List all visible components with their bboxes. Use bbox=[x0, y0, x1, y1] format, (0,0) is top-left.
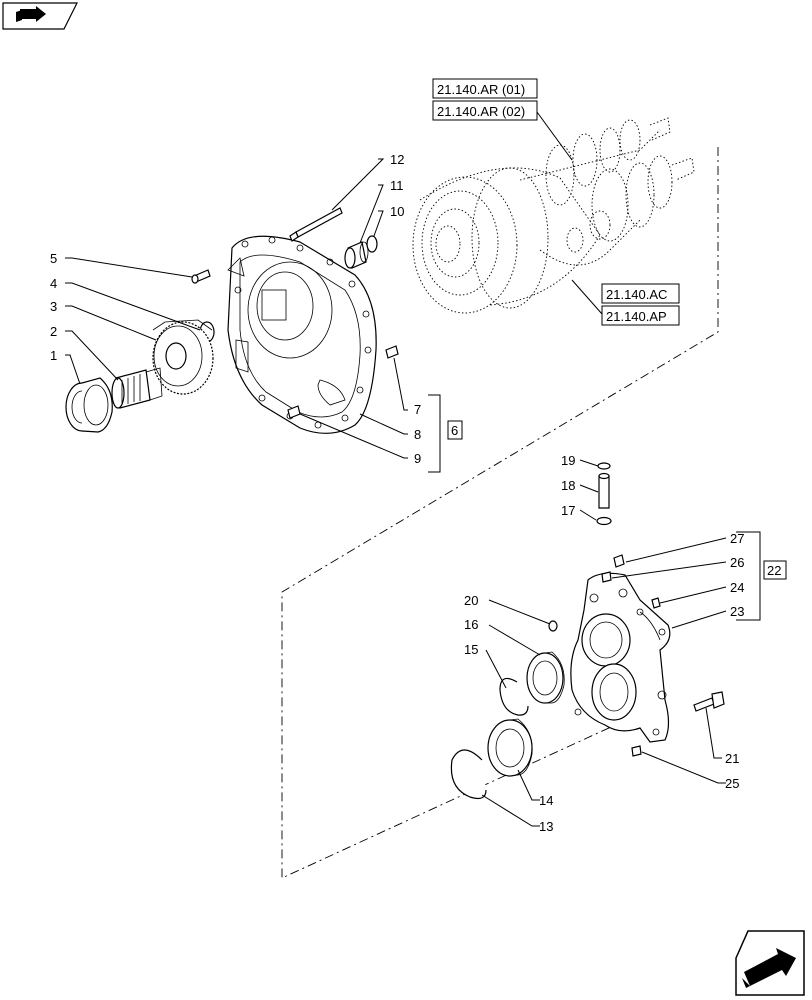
callout-16[interactable]: 16 bbox=[464, 617, 478, 632]
reference-label-ar02: 21.140.AR (02) bbox=[437, 104, 525, 119]
screw-5 bbox=[191, 269, 211, 284]
reference-label-ar01: 21.140.AR (01) bbox=[437, 82, 525, 97]
reference-box-ap[interactable]: 21.140.AP bbox=[601, 305, 680, 326]
o-ring-20 bbox=[548, 620, 558, 632]
callout-27[interactable]: 27 bbox=[730, 531, 744, 546]
next-page-arrow-icon[interactable] bbox=[735, 930, 805, 996]
shaft-2 bbox=[111, 367, 163, 409]
callout-12[interactable]: 12 bbox=[390, 152, 404, 167]
needle-bearing bbox=[344, 241, 369, 269]
reference-box-ar01[interactable]: 21.140.AR (01) bbox=[432, 78, 538, 99]
o-ring-10 bbox=[366, 235, 378, 253]
reference-label-ac: 21.140.AC bbox=[606, 287, 667, 302]
callout-25[interactable]: 25 bbox=[725, 776, 739, 791]
pin-26 bbox=[601, 571, 612, 583]
gearbox-shaft-assembly bbox=[412, 117, 695, 314]
callout-2[interactable]: 2 bbox=[50, 324, 57, 339]
bearing-16 bbox=[526, 651, 565, 704]
callout-numbers: 1 2 3 4 5 7 8 9 10 11 12 13 14 15 16 17 … bbox=[50, 152, 744, 834]
callout-21[interactable]: 21 bbox=[725, 751, 739, 766]
callout-20[interactable]: 20 bbox=[464, 593, 478, 608]
callout-4[interactable]: 4 bbox=[50, 276, 57, 291]
pin-24 bbox=[651, 597, 661, 609]
callout-11[interactable]: 11 bbox=[390, 178, 404, 193]
bolt-21 bbox=[693, 691, 725, 712]
callout-13[interactable]: 13 bbox=[539, 819, 553, 834]
reference-box-ar02[interactable]: 21.140.AR (02) bbox=[432, 100, 538, 121]
callout-18[interactable]: 18 bbox=[561, 478, 575, 493]
callout-5[interactable]: 5 bbox=[50, 251, 57, 266]
snap-ring-15 bbox=[499, 677, 529, 716]
callout-3[interactable]: 3 bbox=[50, 299, 57, 314]
plug-27 bbox=[613, 554, 625, 568]
bearing-14 bbox=[487, 718, 533, 777]
o-ring-19 bbox=[597, 462, 611, 470]
group-label-6: 6 bbox=[451, 423, 458, 438]
leader-lines bbox=[65, 158, 761, 827]
dowel-pin-7 bbox=[385, 345, 399, 359]
callout-14[interactable]: 14 bbox=[539, 793, 553, 808]
group-label-22: 22 bbox=[767, 563, 781, 578]
bearing-1 bbox=[65, 377, 113, 433]
group-box-6[interactable]: 6 bbox=[447, 420, 463, 440]
housing-plate bbox=[227, 235, 377, 434]
long-bolt bbox=[289, 207, 343, 242]
callout-23[interactable]: 23 bbox=[730, 604, 744, 619]
reference-label-ap: 21.140.AP bbox=[606, 309, 667, 324]
pin-18 bbox=[598, 472, 610, 509]
callout-19[interactable]: 19 bbox=[561, 453, 575, 468]
callout-26[interactable]: 26 bbox=[730, 555, 744, 570]
gear-3 bbox=[152, 319, 214, 395]
callout-1[interactable]: 1 bbox=[50, 348, 57, 363]
callout-9[interactable]: 9 bbox=[414, 451, 421, 466]
callout-24[interactable]: 24 bbox=[730, 580, 744, 595]
reference-box-ac[interactable]: 21.140.AC bbox=[601, 283, 680, 304]
book-arrow-icon[interactable] bbox=[2, 2, 78, 30]
callout-15[interactable]: 15 bbox=[464, 642, 478, 657]
callout-10[interactable]: 10 bbox=[390, 204, 404, 219]
group-box-22[interactable]: 22 bbox=[763, 560, 787, 580]
o-ring-17 bbox=[596, 516, 612, 526]
snap-ring-13 bbox=[450, 749, 487, 800]
assembly-axis-lines bbox=[281, 147, 719, 879]
callout-8[interactable]: 8 bbox=[414, 427, 421, 442]
callout-7[interactable]: 7 bbox=[414, 402, 421, 417]
callout-17[interactable]: 17 bbox=[561, 503, 575, 518]
steering-knuckle-housing bbox=[570, 572, 671, 743]
pin-25 bbox=[631, 745, 642, 757]
